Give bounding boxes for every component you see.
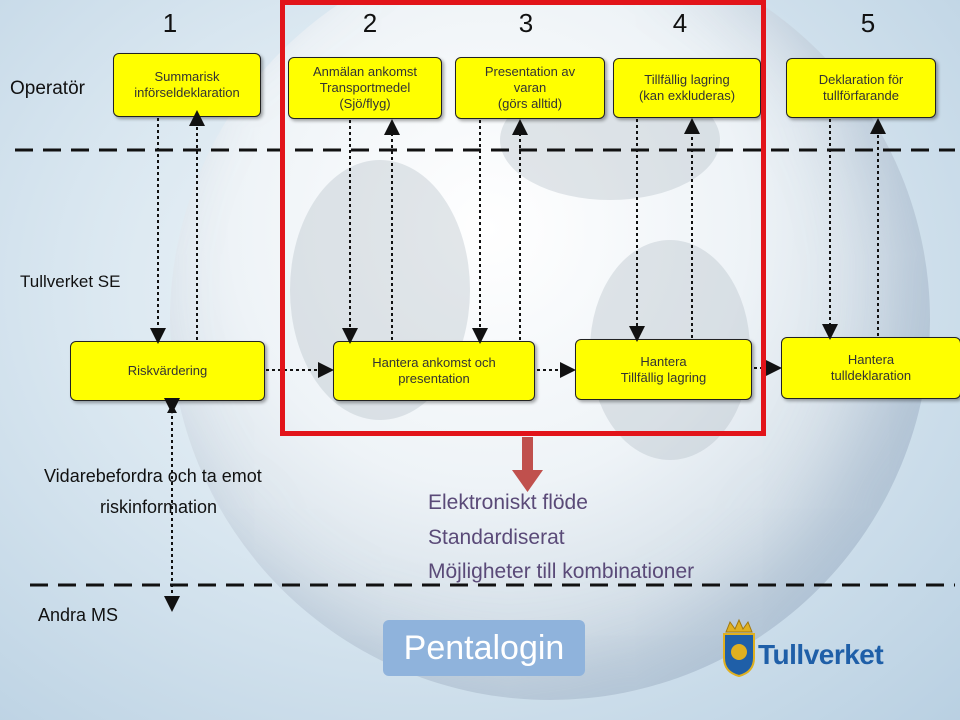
box-line: Tillfällig lagring [644,72,730,87]
box-line: Deklaration för [818,72,904,87]
box-line: Riskvärdering [127,363,208,378]
step-number-2: 2 [362,8,378,38]
box-line: tulldeklaration [830,368,912,383]
step-number-1: 1 [162,8,178,38]
box-line: Anmälan ankomst [312,64,418,79]
arrow-head-up [167,404,177,413]
step-number-5: 5 [860,8,876,38]
highlight-frame [280,0,766,436]
pentalogin-label: Pentalogin [383,620,585,676]
step-number-3: 3 [518,8,534,38]
down-arrow-shaft [522,437,533,473]
down-arrow-head [512,470,543,492]
box-line: (Sjö/flyg) [339,96,391,111]
operator-box-tillfallig: Tillfällig lagring(kan exkluderas) [613,58,761,118]
box-line: Transportmedel [319,80,411,95]
step-number-4: 4 [672,8,688,38]
box-line: Summarisk [154,69,220,84]
box-line: (görs alltid) [497,96,563,111]
box-line: Presentation av [484,64,576,79]
benefit-combinations: Möjligheter till kombinationer [428,560,695,583]
lane-label-customs: Tullverket SE [20,272,121,291]
benefit-electronic: Elektroniskt flöde [428,491,588,514]
forward-text-line-1: Vidarebefordra och ta emot [44,466,262,486]
forward-text-line-2: riskinformation [100,497,218,517]
crown-crest-icon [723,618,755,678]
lane-label-other-ms: Andra MS [38,605,119,625]
box-line: Hantera ankomst och [372,355,496,370]
box-line: tullförfarande [823,88,899,103]
box-line: Tillfällig lagring [620,369,707,385]
box-line: presentation [398,371,470,386]
box-line: (kan exkluderas) [638,88,736,103]
lane-label-operator: Operatör [10,78,85,99]
customs-box-riskvardering: Riskvärdering [70,341,265,401]
tullverket-logo: Tullverket [758,639,884,670]
box-line: Hantera [640,353,687,369]
box-line: införseldeklaration [134,85,240,100]
benefit-standardized: Standardiserat [428,526,565,549]
box-line: Hantera [847,352,895,367]
box-line: varan [513,80,547,95]
